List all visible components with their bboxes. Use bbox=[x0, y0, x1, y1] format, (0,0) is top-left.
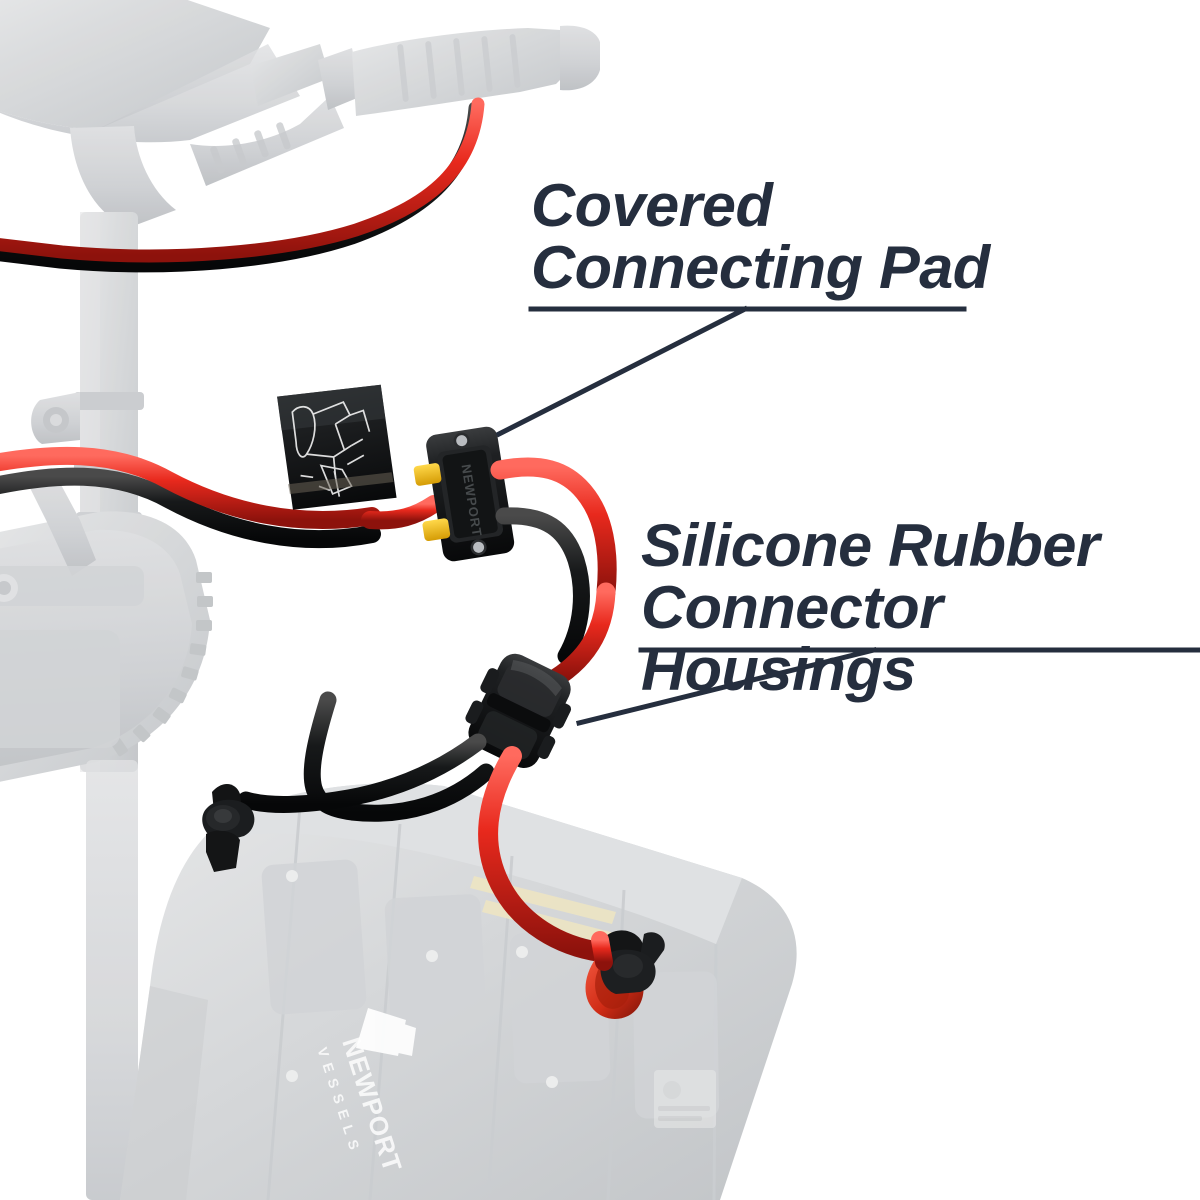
battery-brand-mark bbox=[356, 1008, 416, 1056]
covered-connecting-pad-flap bbox=[277, 384, 397, 510]
red-power-wire-main bbox=[0, 446, 381, 529]
battery-terminal-boot-positive bbox=[585, 930, 665, 1019]
battery-terminal-wingnut-negative bbox=[202, 783, 255, 872]
xt60-connector-tab-upper bbox=[413, 463, 442, 486]
red-wire-terminal-stub bbox=[591, 931, 613, 971]
black-wire-to-negative-terminal bbox=[237, 733, 487, 813]
black-power-wire-lower bbox=[303, 691, 495, 822]
red-wire-to-positive-terminal bbox=[478, 746, 610, 962]
xt60-connector-tab-lower bbox=[422, 518, 451, 542]
red-power-wire-upper bbox=[0, 97, 485, 263]
black-power-wire-main bbox=[0, 467, 381, 549]
red-wire-pad-to-fuse bbox=[361, 495, 443, 530]
inline-fuse-holder: NEWPORT bbox=[413, 426, 515, 562]
battery-ghost: NEWPORT VESSELS bbox=[120, 783, 797, 1200]
trolling-motor-ghost bbox=[0, 0, 600, 1200]
black-wire-fuse-to-loop bbox=[495, 507, 590, 665]
red-wire-fuse-to-loop bbox=[490, 457, 617, 602]
silicone-rubber-connector-housing bbox=[465, 653, 572, 769]
red-wire-into-housing bbox=[546, 582, 616, 688]
